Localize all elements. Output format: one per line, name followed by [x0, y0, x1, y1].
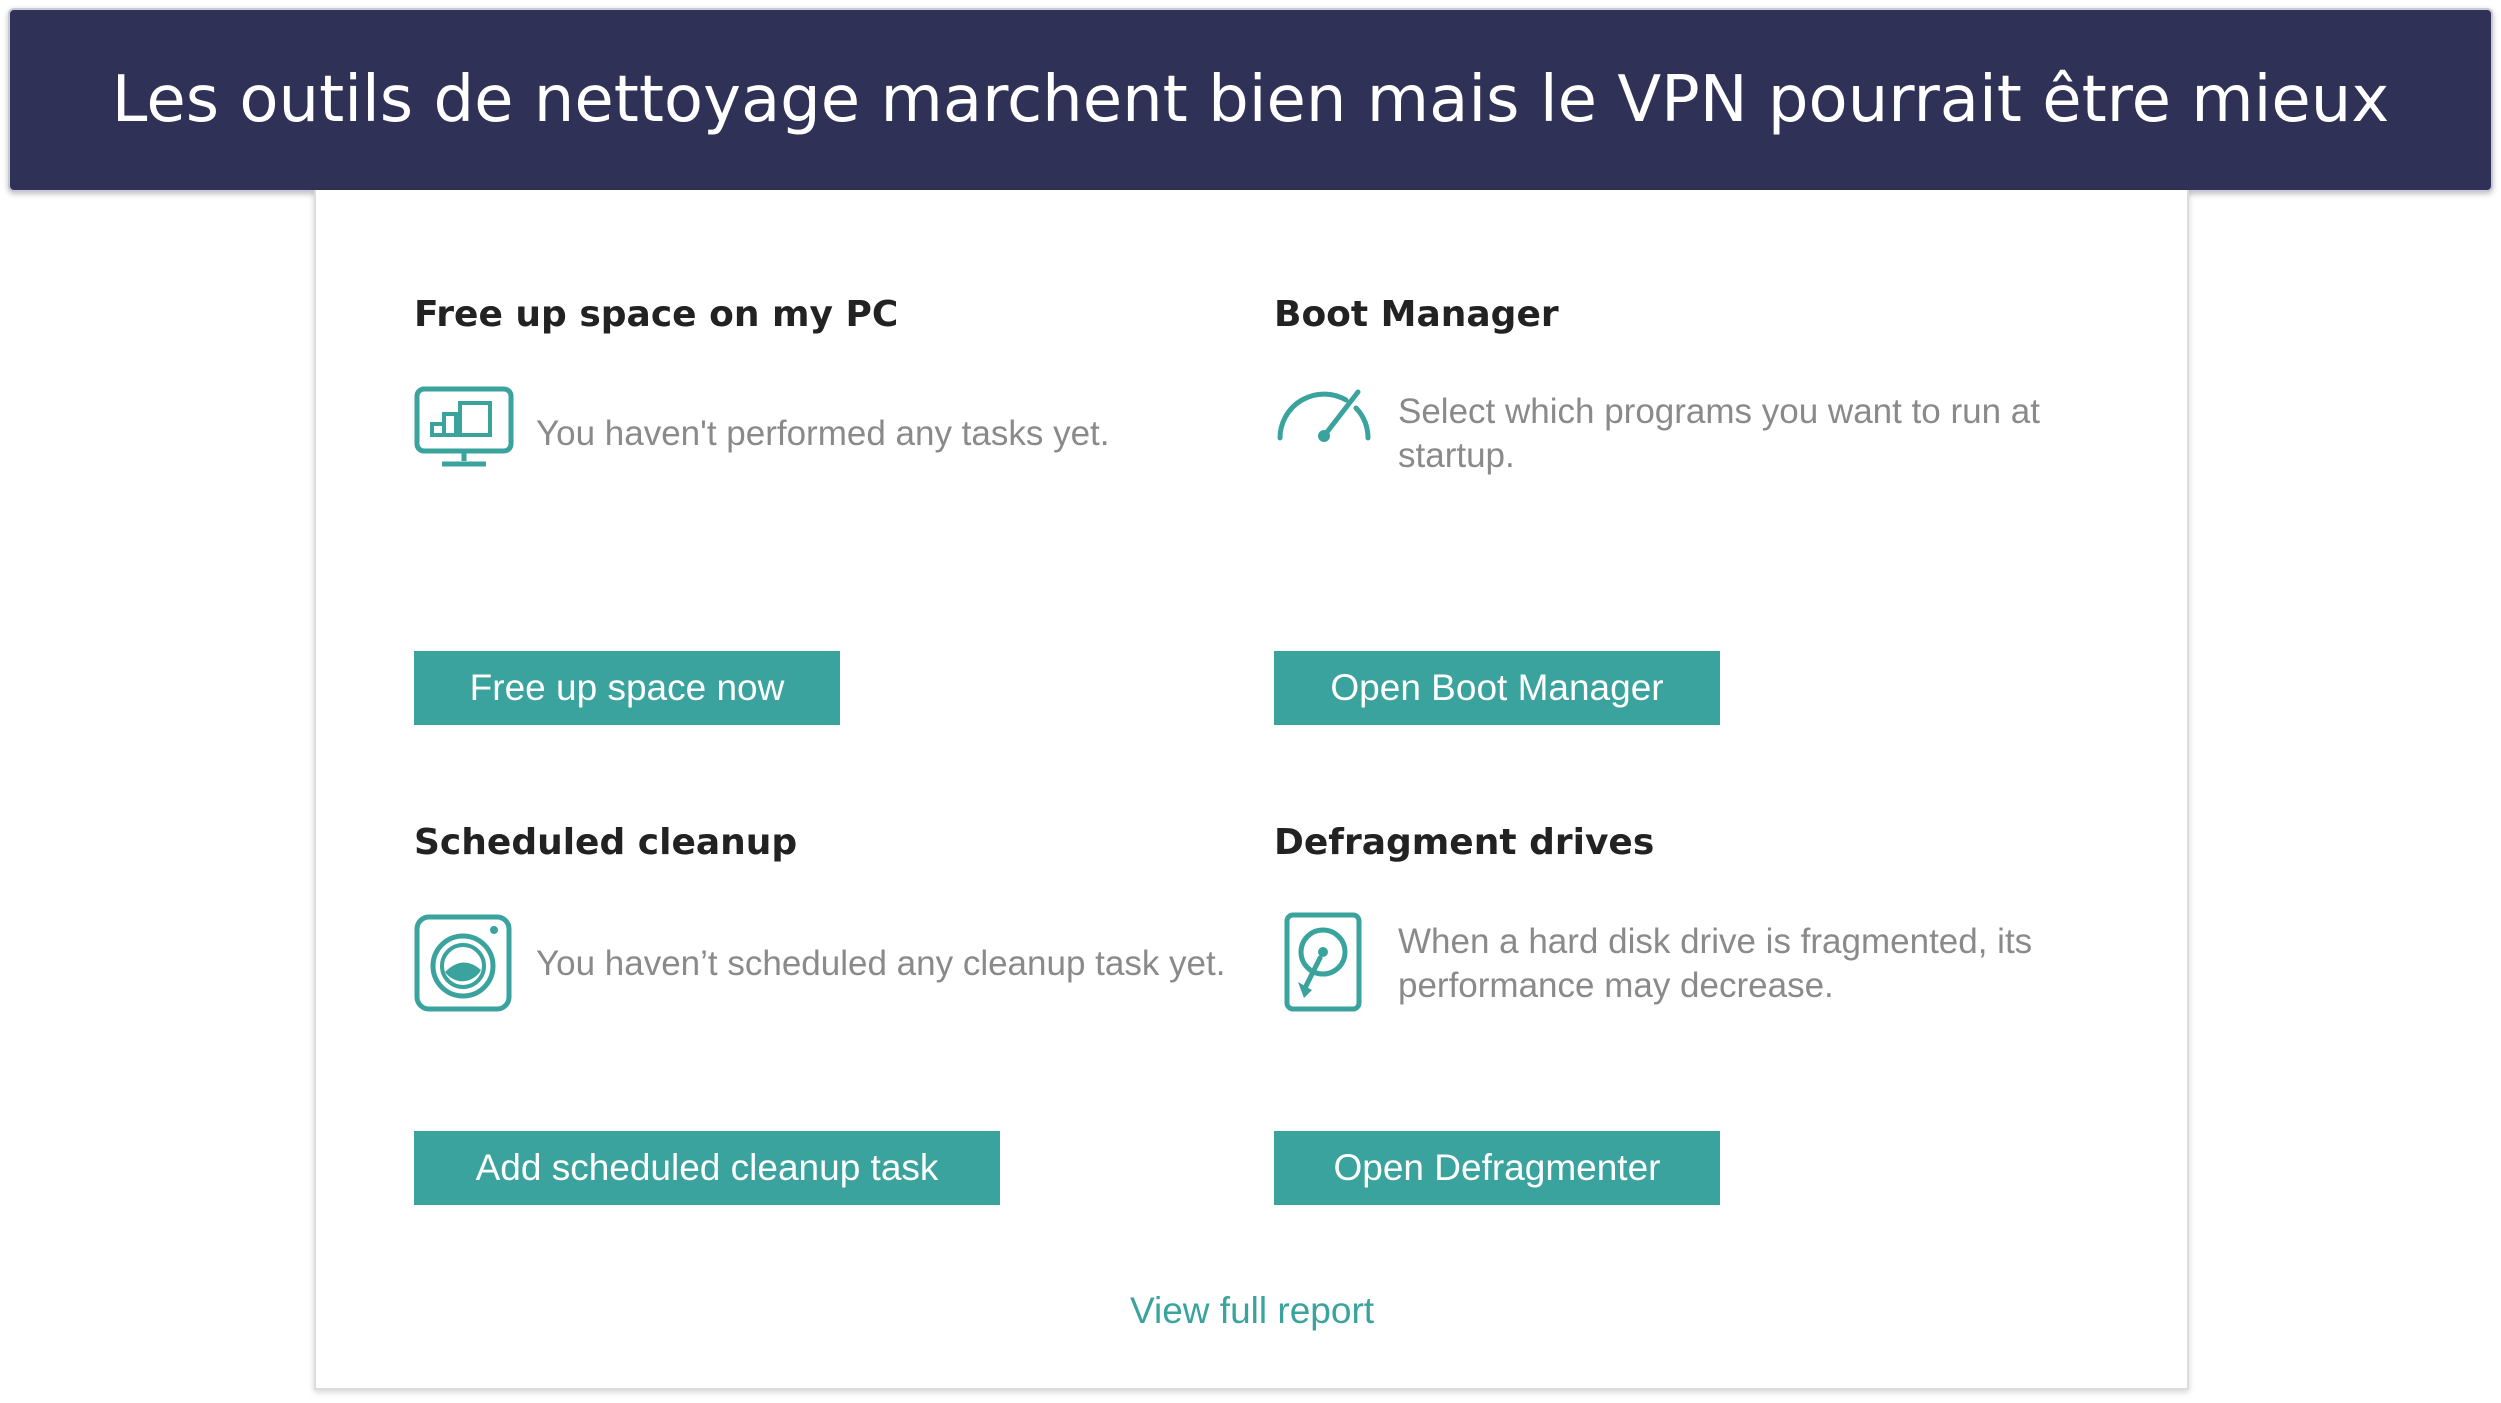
- hard-disk-icon: [1284, 912, 1362, 1017]
- free-space-title: Free up space on my PC: [414, 294, 899, 335]
- open-defragmenter-button[interactable]: Open Defragmenter: [1274, 1131, 1720, 1205]
- scheduled-cleanup-title: Scheduled cleanup: [414, 822, 798, 863]
- defragment-description: When a hard disk drive is fragmented, it…: [1398, 922, 2033, 1005]
- cleanup-panel: Free up space on my PC You haven't perfo…: [314, 190, 2189, 1390]
- banner-title: Les outils de nettoyage marchent bien ma…: [111, 63, 2390, 137]
- open-boot-manager-button[interactable]: Open Boot Manager: [1274, 651, 1720, 725]
- monitor-chart-icon: [414, 386, 514, 473]
- washing-machine-icon: [414, 914, 512, 1017]
- free-up-space-button[interactable]: Free up space now: [414, 651, 840, 725]
- boot-manager-description: Select which programs you want to run at…: [1398, 392, 2040, 475]
- defragment-title: Defragment drives: [1274, 822, 1655, 863]
- scheduled-cleanup-description: You haven’t scheduled any cleanup task y…: [536, 944, 1226, 983]
- free-space-description: You haven't performed any tasks yet.: [536, 414, 1110, 453]
- view-full-report-link[interactable]: View full report: [1130, 1290, 1375, 1331]
- speedometer-icon: [1274, 386, 1374, 451]
- boot-manager-title: Boot Manager: [1274, 294, 1559, 335]
- header-banner: Les outils de nettoyage marchent bien ma…: [8, 8, 2493, 192]
- add-scheduled-cleanup-button[interactable]: Add scheduled cleanup task: [414, 1131, 1000, 1205]
